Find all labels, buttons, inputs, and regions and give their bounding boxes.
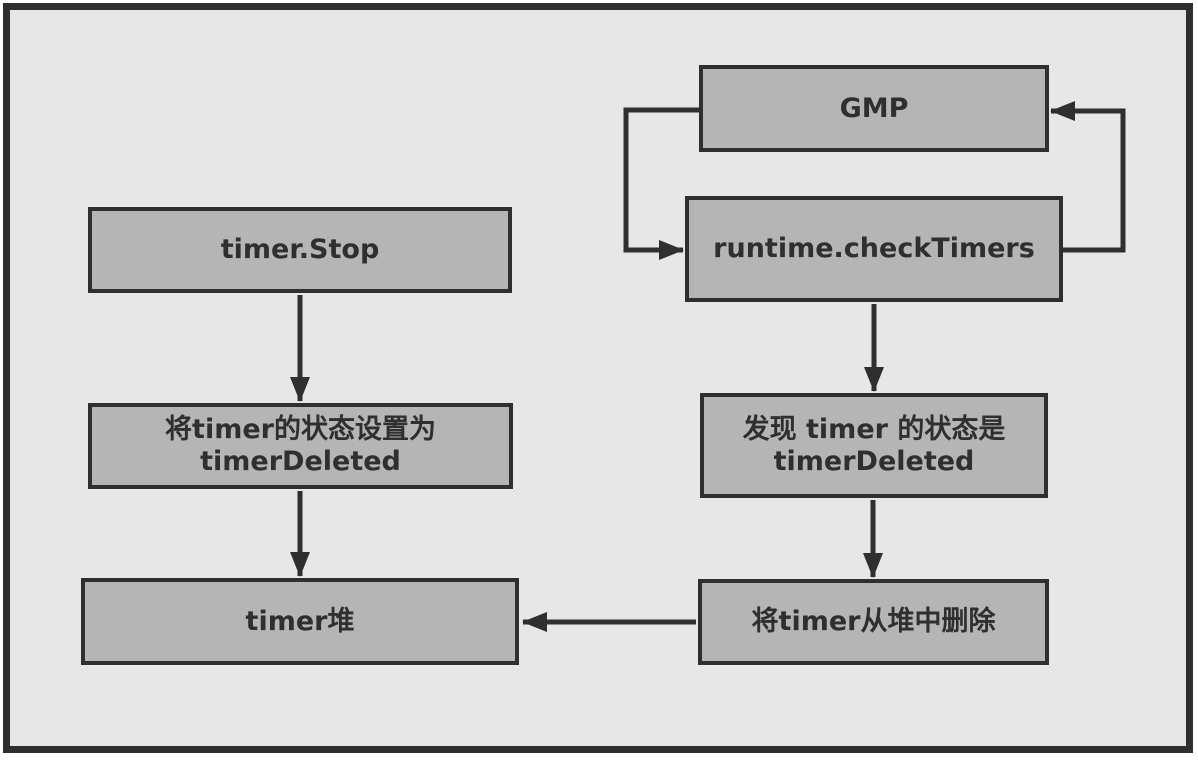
node-runtime-checktimers: runtime.checkTimers [685, 196, 1063, 302]
node-timer-stop: timer.Stop [88, 207, 512, 293]
node-found-timerdeleted: 发现 timer 的状态是 timerDeleted [700, 393, 1048, 498]
node-remove-from-heap: 将timer从堆中删除 [698, 579, 1049, 665]
node-timer-heap: timer堆 [81, 578, 519, 665]
node-gmp: GMP [699, 65, 1049, 152]
node-set-state-timerdeleted: 将timer的状态设置为 timerDeleted [88, 403, 513, 489]
